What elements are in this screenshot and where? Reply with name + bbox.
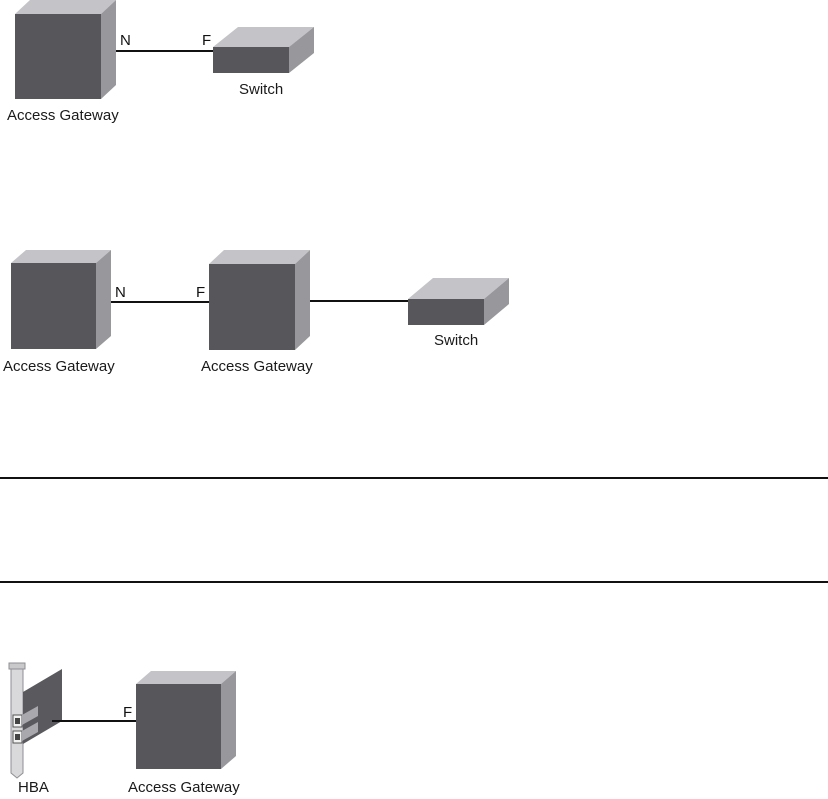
access-gateway-2-icon bbox=[209, 250, 310, 350]
access-gateway-label: Access Gateway bbox=[7, 107, 119, 124]
hba-label: HBA bbox=[18, 779, 49, 796]
diagram-3: F HBA Access Gateway bbox=[8, 662, 240, 796]
port-f-label: F bbox=[196, 284, 205, 301]
port-n-label: N bbox=[115, 284, 126, 301]
access-gateway-icon bbox=[15, 0, 116, 99]
port-n-label: N bbox=[120, 32, 131, 49]
switch-label: Switch bbox=[239, 81, 283, 98]
port-f-label: F bbox=[202, 32, 211, 49]
access-gateway-2-label: Access Gateway bbox=[201, 358, 313, 375]
access-gateway-1-icon bbox=[11, 250, 111, 349]
switch-icon bbox=[213, 27, 314, 73]
hba-card-icon bbox=[8, 662, 62, 779]
access-gateway-icon bbox=[136, 671, 236, 769]
diagram-2: N F Access Gateway Access Gateway Switch bbox=[3, 250, 509, 375]
access-gateway-label: Access Gateway bbox=[128, 779, 240, 796]
switch-label: Switch bbox=[434, 332, 478, 349]
port-f-label: F bbox=[123, 704, 132, 721]
access-gateway-1-label: Access Gateway bbox=[3, 358, 115, 375]
switch-icon bbox=[408, 278, 509, 325]
diagram-1: N F Access Gateway Switch bbox=[7, 0, 314, 124]
